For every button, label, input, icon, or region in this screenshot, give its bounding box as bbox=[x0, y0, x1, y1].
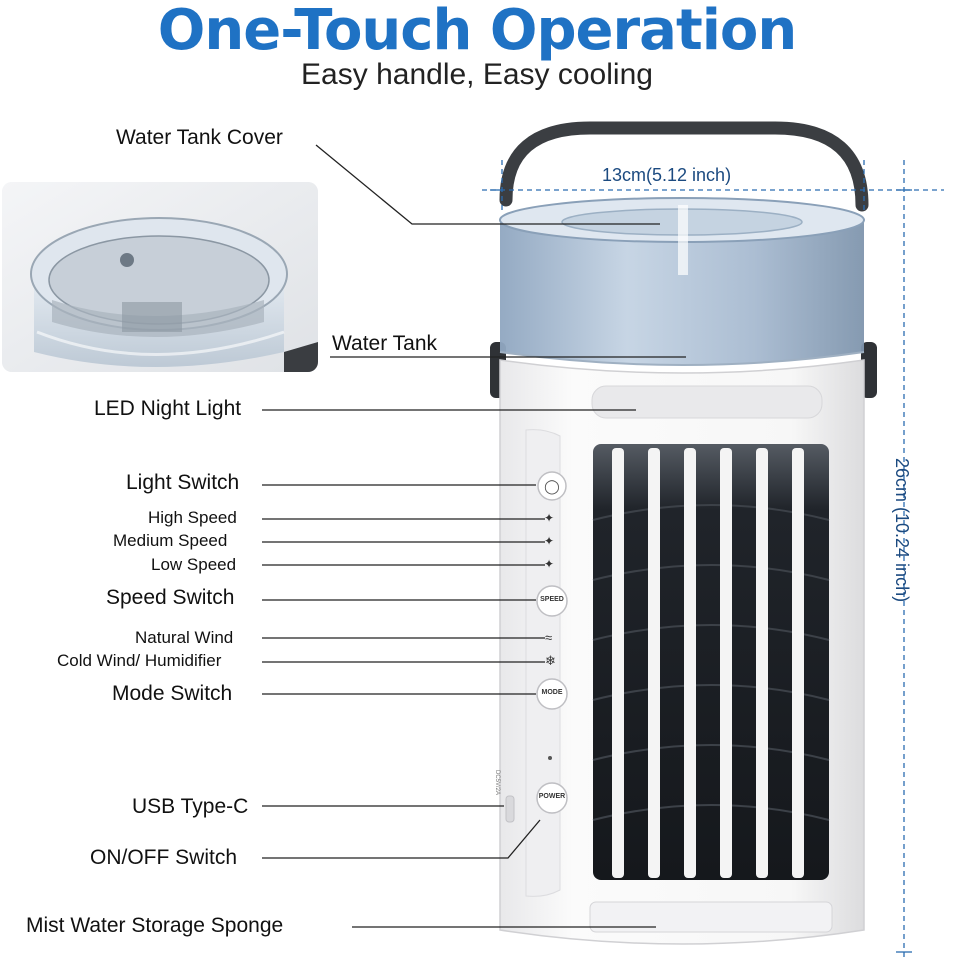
led-night-light bbox=[591, 385, 823, 419]
carry-handle bbox=[499, 121, 869, 212]
label-high-speed: High Speed bbox=[148, 508, 237, 527]
height-dimension-label: 26cm (10.24 inch) bbox=[892, 458, 912, 603]
usb-c-port bbox=[505, 795, 515, 823]
mode-switch-button bbox=[536, 678, 568, 710]
bulb-icon[interactable]: ◯ bbox=[544, 478, 560, 494]
mode-button-label[interactable]: MODE bbox=[541, 689, 563, 696]
light-switch-button bbox=[537, 471, 567, 501]
page-title: One-Touch Operation bbox=[157, 0, 798, 63]
label-mist-sponge: Mist Water Storage Sponge bbox=[26, 914, 284, 937]
label-natural-wind: Natural Wind bbox=[135, 628, 234, 647]
label-mode-switch: Mode Switch bbox=[112, 682, 233, 705]
snowflake-icon: ❄ bbox=[545, 653, 556, 668]
water-tank bbox=[500, 220, 864, 365]
label-water-tank: Water Tank bbox=[332, 332, 438, 355]
power-button-label[interactable]: POWER bbox=[538, 793, 566, 800]
label-light-switch: Light Switch bbox=[126, 471, 240, 494]
mist-sponge-slot bbox=[589, 901, 833, 933]
medium-speed-icon: ✦ bbox=[544, 534, 555, 548]
speed-button-label[interactable]: SPEED bbox=[540, 596, 564, 603]
high-speed-icon: ✦ bbox=[544, 511, 555, 525]
width-dimension-label: 13cm(5.12 inch) bbox=[602, 165, 732, 185]
label-usb-type-c: USB Type-C bbox=[132, 795, 249, 818]
label-speed-switch: Speed Switch bbox=[106, 586, 235, 609]
low-speed-icon: ✦ bbox=[544, 557, 555, 571]
speed-switch-button bbox=[536, 585, 568, 617]
label-led-night-light: LED Night Light bbox=[94, 397, 242, 420]
label-water-tank-cover: Water Tank Cover bbox=[116, 126, 283, 149]
label-on-off-switch: ON/OFF Switch bbox=[90, 846, 238, 869]
natural-wind-icon: ≈ bbox=[545, 630, 553, 645]
label-low-speed: Low Speed bbox=[151, 555, 237, 574]
tank-cover-inset-photo bbox=[2, 182, 318, 372]
power-button bbox=[536, 782, 568, 814]
page-subtitle: Easy handle, Easy cooling bbox=[301, 58, 653, 91]
status-led bbox=[548, 756, 552, 760]
port-spec-text: DC5V/2A bbox=[494, 770, 500, 796]
label-medium-speed: Medium Speed bbox=[113, 531, 228, 550]
label-cold-wind: Cold Wind/ Humidifier bbox=[57, 651, 222, 670]
